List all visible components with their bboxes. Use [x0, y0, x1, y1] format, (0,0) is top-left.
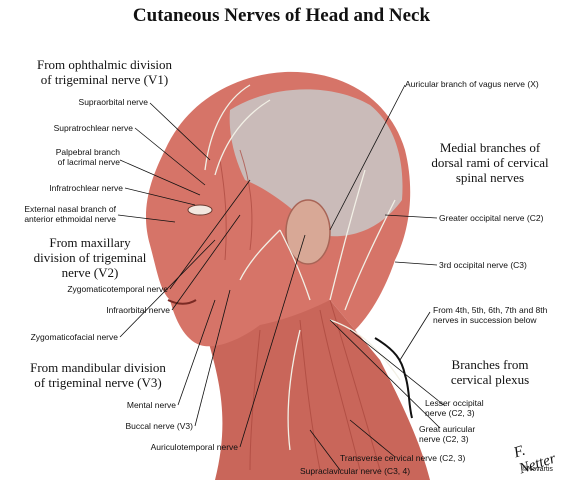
ear: [285, 199, 331, 265]
label-supratrochlear: Supratrochlear nerve: [53, 123, 133, 133]
label-greater-occipital: Greater occipital nerve (C2): [439, 213, 544, 223]
leader-lines: [117, 84, 446, 471]
plexus-bracket: [374, 337, 413, 419]
label-supraclavicular: Supraclavicular nerve (C3, 4): [300, 466, 411, 476]
neck-shape: [205, 300, 430, 480]
label-supraorbital: Supraorbital nerve: [78, 97, 148, 107]
mouth: [167, 299, 197, 305]
label-transverse-cervical: Transverse cervical nerve (C2, 3): [340, 453, 466, 463]
eye: [187, 204, 213, 216]
label-auriculotemporal: Auriculotemporal nerve: [150, 442, 238, 452]
label-infraorbital: Infraorbital nerve: [106, 305, 170, 315]
label-zygomaticotemporal: Zygomaticotemporal nerve: [67, 284, 168, 294]
label-infratrochlear: Infratrochlear nerve: [49, 183, 123, 193]
label-auricular-vagus: Auricular branch of vagus nerve (X): [405, 79, 539, 89]
label-third-occipital: 3rd occipital nerve (C3): [439, 260, 527, 270]
label-buccal: Buccal nerve (V3): [125, 421, 193, 431]
diagram-title: Cutaneous Nerves of Head and Neck: [132, 5, 431, 26]
label-zygomaticofacial: Zygomaticofacial nerve: [30, 332, 118, 342]
copyright-notice: ©Novartis: [522, 466, 553, 473]
label-mental: Mental nerve: [126, 400, 176, 410]
scalp-fascia: [229, 89, 403, 237]
